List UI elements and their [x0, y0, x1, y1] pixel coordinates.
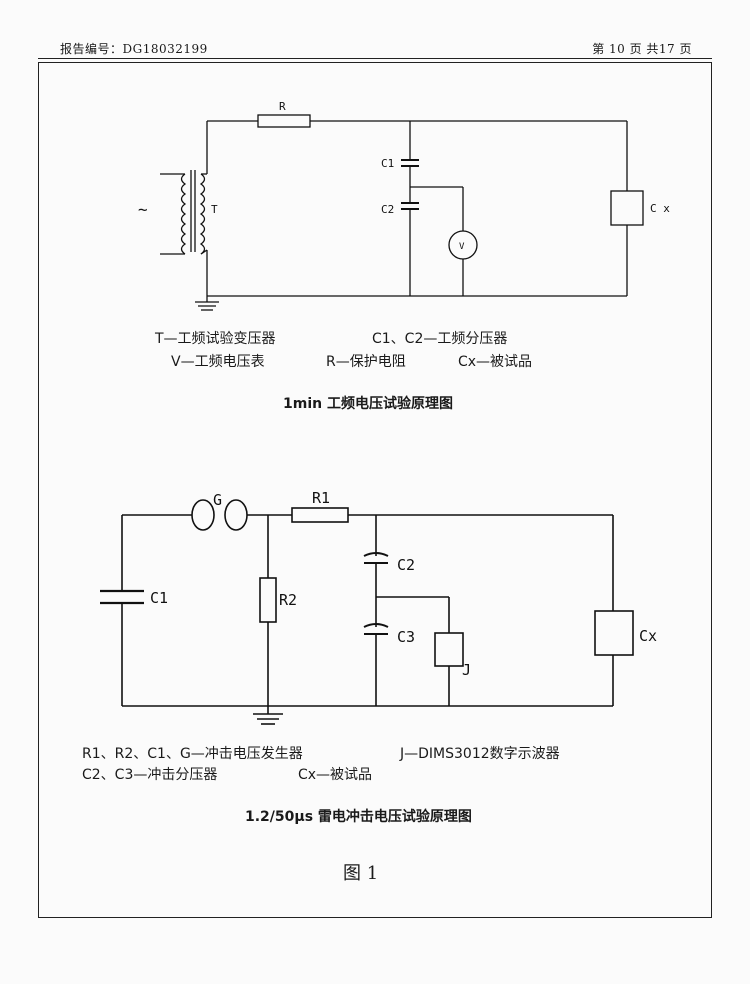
label-v: V — [459, 242, 465, 252]
legend-transformer: T—工频试验变压器 — [155, 331, 276, 347]
label-j: J — [462, 661, 471, 679]
legend-divider: C1、C2—工频分压器 — [372, 331, 508, 347]
resistor-r2 — [259, 577, 277, 623]
label-cx-impulse: Cx — [639, 627, 657, 645]
transformer-t — [160, 170, 208, 255]
label-r1: R1 — [312, 489, 330, 507]
resistor-r1 — [291, 507, 349, 523]
ground-symbol-2 — [253, 706, 283, 725]
legend-voltmeter: V—工频电压表 — [171, 354, 265, 370]
label-cx: C x — [650, 202, 670, 215]
label-g: G — [213, 491, 222, 509]
label-c2-impulse: C2 — [397, 556, 415, 574]
legend-oscilloscope: J—DIMS3012数字示波器 — [400, 746, 560, 762]
resistor-r — [257, 114, 311, 128]
caption-power-frequency: 1min 工频电压试验原理图 — [283, 396, 453, 412]
spark-gap-g-left — [191, 499, 215, 531]
label-c1-impulse: C1 — [150, 589, 168, 607]
label-c2: C2 — [381, 203, 394, 216]
spark-gap-g-right — [224, 499, 248, 531]
ground-symbol-1 — [195, 296, 219, 311]
content-frame — [38, 62, 712, 918]
figure-label: 图 1 — [343, 863, 379, 884]
test-object-cx — [610, 190, 644, 226]
page-info: 第 10 页 共17 页 — [592, 42, 692, 56]
caption-impulse: 1.2/50μs 雷电冲击电压试验原理图 — [245, 809, 472, 825]
label-r: R — [279, 100, 286, 113]
label-c3: C3 — [397, 628, 415, 646]
impulse-circuit — [100, 499, 634, 725]
report-number: 报告编号：DG18032199 — [60, 42, 208, 56]
legend-resistor: R—保护电阻 — [326, 354, 406, 370]
test-object-cx-2 — [594, 610, 634, 656]
legend-generator: R1、R2、C1、G—冲击电压发生器 — [82, 746, 303, 762]
header-rule — [38, 58, 712, 59]
label-c1: C1 — [381, 157, 394, 170]
legend-impulse-divider: C2、C3—冲击分压器 — [82, 767, 218, 783]
legend-test-object: Cx—被试品 — [458, 354, 533, 370]
oscilloscope-j — [434, 632, 464, 667]
ac-source-icon: ~ — [138, 200, 148, 219]
legend-impulse-test-object: Cx—被试品 — [298, 767, 373, 783]
label-r2: R2 — [279, 591, 297, 609]
label-t: T — [211, 203, 218, 216]
power-frequency-circuit — [160, 114, 644, 311]
